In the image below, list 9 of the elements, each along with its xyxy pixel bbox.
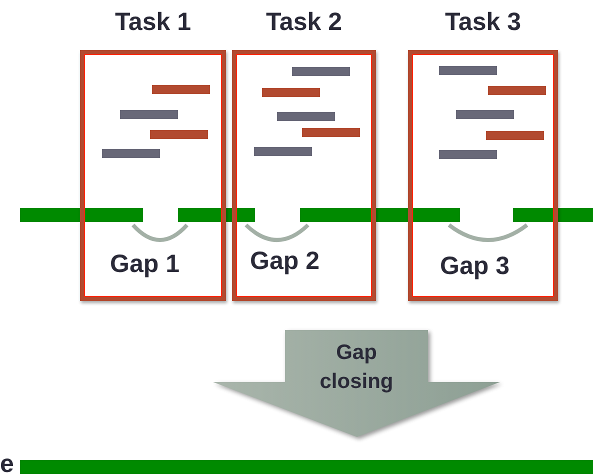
gap-label: Gap 1 — [110, 250, 180, 279]
task-heading: Task 3 — [444, 8, 522, 37]
gap-label: Gap 3 — [440, 252, 510, 281]
task-heading: Task 1 — [114, 8, 192, 37]
arrow-label: Gap closing — [318, 340, 394, 395]
cut-off-text: e — [0, 450, 14, 475]
task-heading: Task 2 — [265, 8, 343, 37]
gap-label: Gap 2 — [250, 247, 320, 276]
timeline-bar — [20, 460, 593, 474]
